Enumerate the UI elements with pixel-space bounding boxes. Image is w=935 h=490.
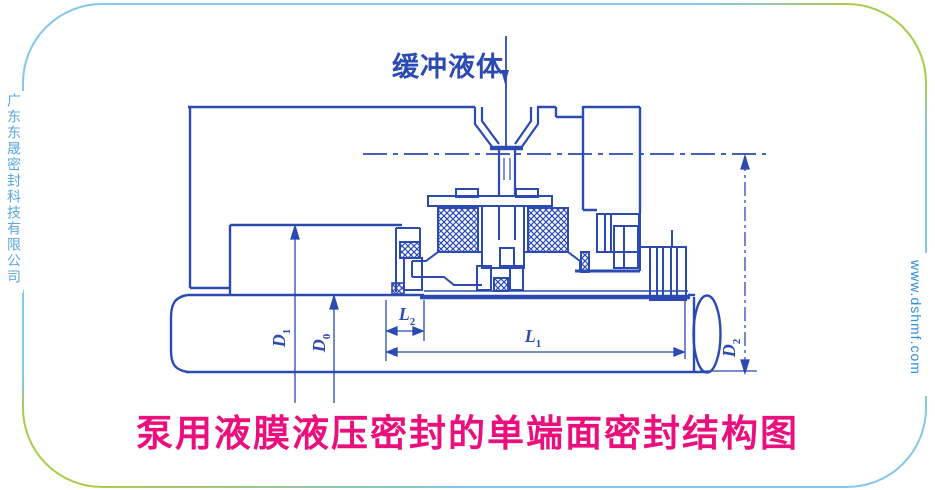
rotating-seal-assembly <box>411 188 581 292</box>
dim-l1-main: L <box>524 326 536 347</box>
company-name-vertical: 广东东晟密封科技有限公司 <box>5 93 23 293</box>
spring-box-left <box>437 207 479 253</box>
dimension-lines <box>290 153 757 403</box>
frame-corner-bottom-right <box>846 396 927 488</box>
gland-and-bushing <box>575 213 687 301</box>
dim-l2-main: L <box>398 304 410 325</box>
inlet-flow-line <box>501 36 509 150</box>
dim-l1-sub: 1 <box>535 337 542 350</box>
dimension-line-l2 <box>385 300 425 361</box>
dim-l2-sub: 2 <box>409 315 416 328</box>
dim-d2-main: D <box>719 344 740 358</box>
shaft-right-end <box>692 294 722 374</box>
dimension-line-d0 <box>329 293 339 403</box>
left-seat <box>395 227 423 292</box>
dimension-line-d1 <box>290 223 300 403</box>
dim-d0-main: D <box>309 339 330 353</box>
frame-corner-bottom-left <box>22 407 103 488</box>
shaft <box>169 293 722 374</box>
dim-label-d2: D2 <box>719 339 743 358</box>
figure-caption: 泵用液膜液压密封的单端面密封结构图 <box>136 413 799 454</box>
dimension-line-l1 <box>385 298 686 359</box>
dim-d0-sub: 0 <box>320 333 333 340</box>
inlet-arrow-icon <box>501 70 509 84</box>
dimension-line-d2 <box>700 153 757 376</box>
dim-d1-main: D <box>269 334 290 348</box>
dim-label-d0: D0 <box>309 334 333 353</box>
shaft-left-end <box>169 293 189 374</box>
dim-label-l2: L2 <box>399 304 416 328</box>
inlet-label: 缓冲液体 <box>392 52 504 82</box>
dim-label-d1: D1 <box>269 329 293 348</box>
dim-d1-sub: 1 <box>280 328 293 335</box>
website-url-vertical: www.dshmf.com <box>908 260 924 392</box>
housing-outline <box>188 105 642 296</box>
frame-corner-top-left <box>22 3 103 84</box>
shaft-sleeve <box>391 282 690 300</box>
dim-label-l1: L1 <box>525 326 542 350</box>
dim-d2-sub: 2 <box>730 338 743 345</box>
frame-corner-top-right <box>846 3 927 84</box>
spring-box-right <box>527 207 569 253</box>
